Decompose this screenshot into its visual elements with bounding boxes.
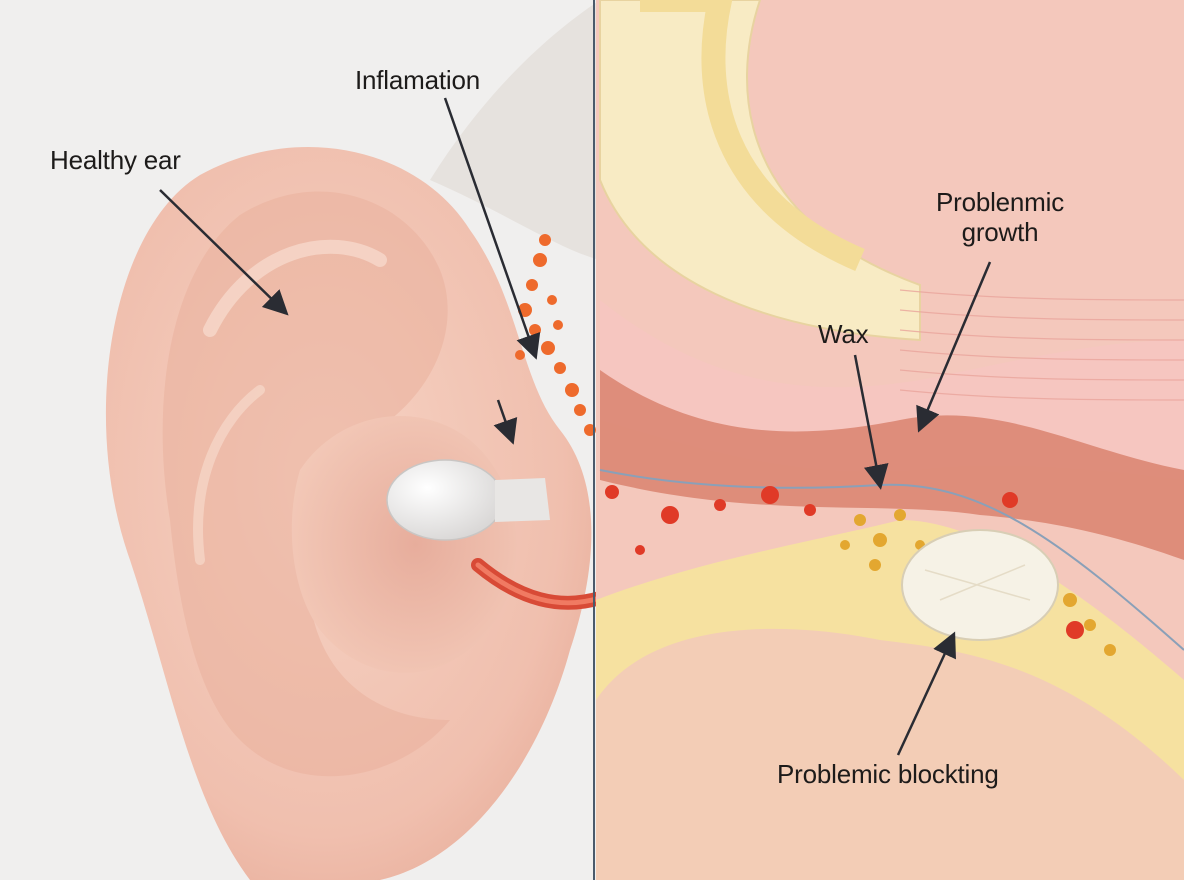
label-arrows: [159, 97, 992, 756]
skull-fold: [430, 0, 600, 260]
label-problematic-growth-line1: Problenmic: [935, 187, 1065, 217]
label-wax: Wax: [818, 319, 869, 349]
label-problematic-blocking: Problemic blockting: [777, 759, 999, 789]
label-healthy-ear: Healthy ear: [50, 145, 181, 175]
external-ear: [105, 147, 857, 880]
label-inflammation: Inflamation: [355, 65, 480, 95]
label-problematic-growth-line2: growth: [961, 216, 1039, 247]
label-problematic-growth: Problenmic growth: [918, 187, 1082, 248]
ear-canal-cross-section: [596, 0, 1184, 880]
